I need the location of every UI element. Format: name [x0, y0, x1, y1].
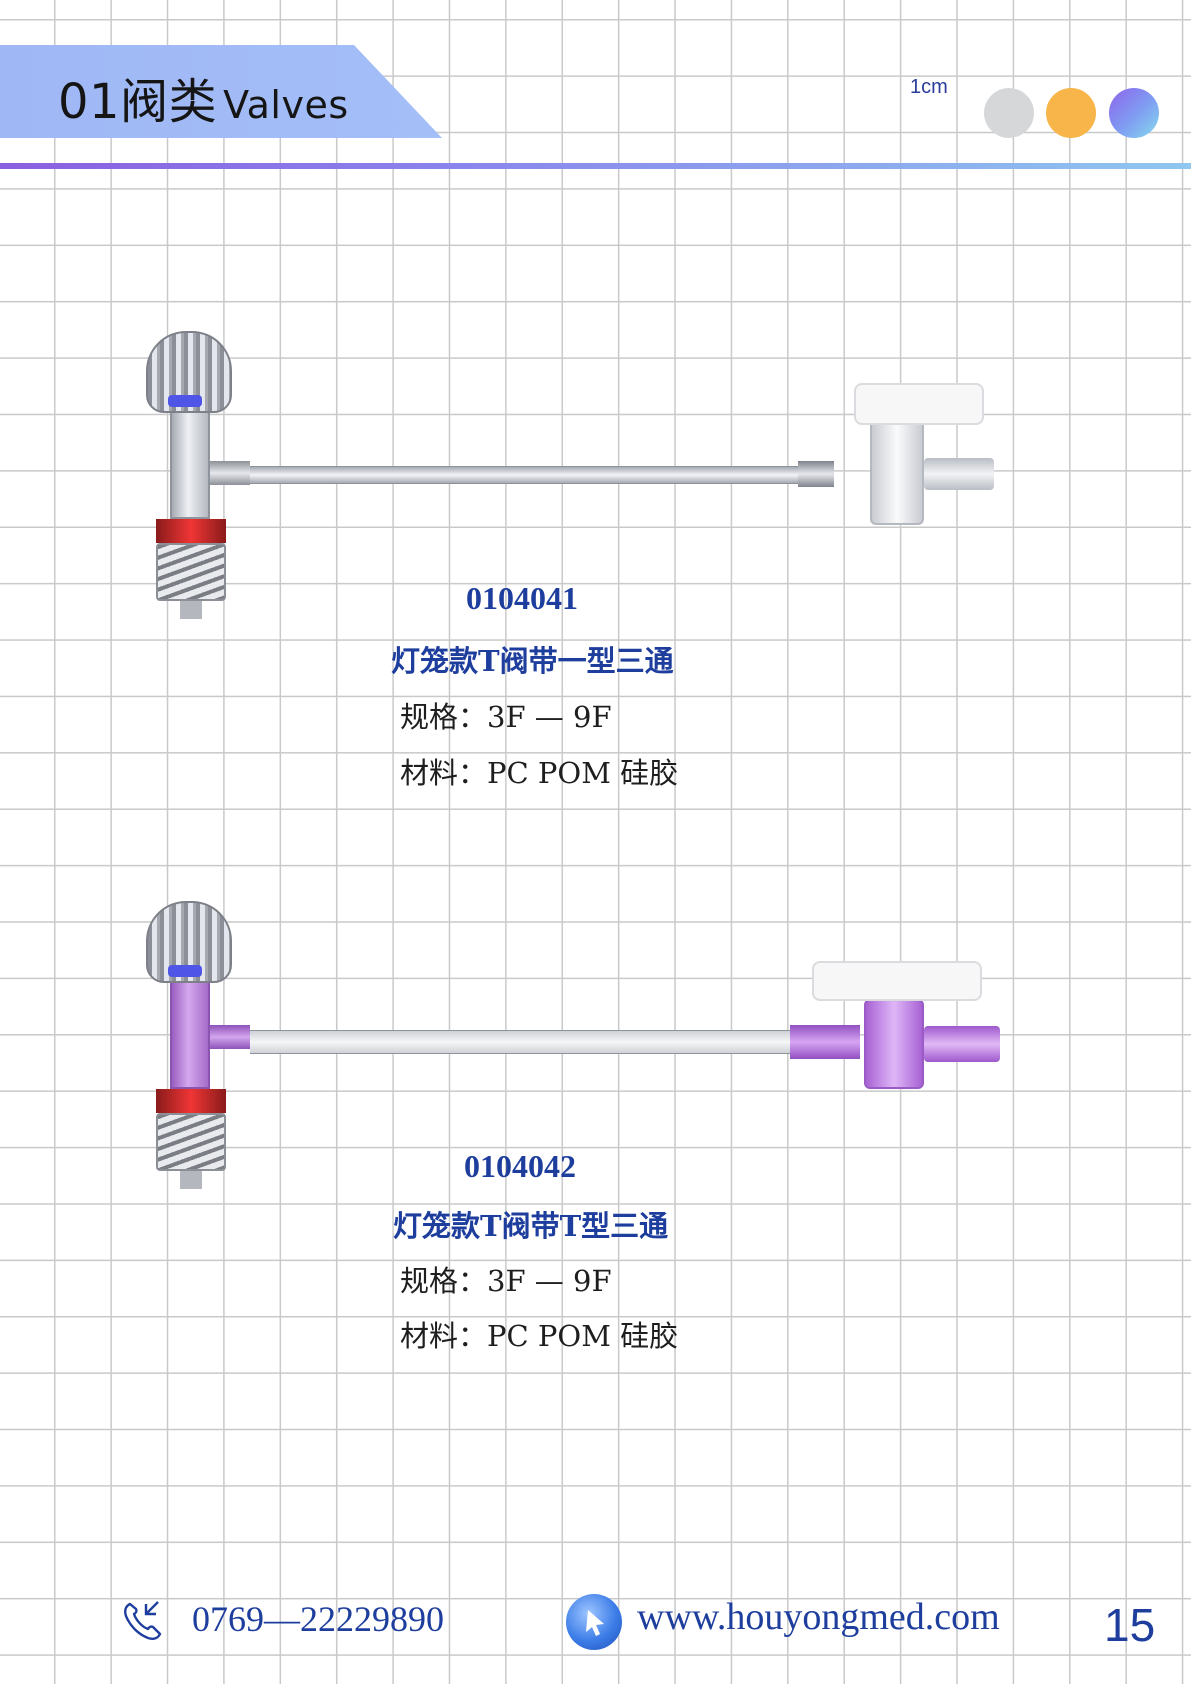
stopcock-port [924, 458, 994, 490]
valve-seal [156, 519, 226, 543]
valve-tip [180, 601, 202, 619]
valve-stem [170, 409, 210, 519]
color-dot-gray [984, 88, 1034, 138]
valve-tip [180, 1171, 202, 1189]
scale-label: 1cm [910, 76, 948, 98]
valve-base [156, 543, 226, 601]
product-spec: 规格：3F — 9F [400, 700, 612, 734]
phone-icon [120, 1598, 164, 1642]
color-dot-orange [1046, 88, 1096, 138]
product-material: 材料：PC POM 硅胶 [400, 756, 679, 790]
stopcock-body [864, 999, 924, 1089]
valve-side-port [210, 1025, 250, 1049]
header-divider [0, 163, 1191, 169]
product-image-0104041 [140, 325, 1020, 625]
stopcock-handle [854, 383, 984, 425]
section-number: 01 [58, 74, 121, 130]
stopcock-port [924, 1026, 1000, 1062]
section-banner [0, 45, 442, 138]
section-title-en: Valves [223, 83, 349, 127]
valve-base [156, 1113, 226, 1171]
valve-seal [156, 1089, 226, 1113]
footer-website[interactable]: www.houyongmed.com [637, 1596, 1000, 1638]
tube-collar [790, 1025, 860, 1059]
valve-side-port [210, 461, 250, 485]
product-material: 材料：PC POM 硅胶 [400, 1319, 679, 1353]
extension-tube [250, 1030, 790, 1054]
color-dot-purple [1109, 88, 1159, 138]
footer-phone: 0769—22229890 [192, 1599, 444, 1639]
product-code: 0104041 [466, 580, 578, 616]
valve-ring [168, 965, 202, 977]
product-image-0104042 [140, 895, 1020, 1195]
page-number: 15 [1104, 1599, 1156, 1651]
product-code: 0104042 [464, 1148, 576, 1184]
tube-collar [798, 461, 834, 487]
extension-tube [250, 466, 798, 484]
valve-stem [170, 979, 210, 1089]
product-spec: 规格：3F — 9F [400, 1264, 612, 1298]
globe-cursor-icon [566, 1594, 622, 1650]
product-name: 灯笼款T阀带一型三通 [391, 644, 674, 678]
stopcock-body [870, 415, 924, 525]
stopcock-handle [812, 961, 982, 1001]
product-name: 灯笼款T阀带T型三通 [393, 1209, 669, 1243]
valve-ring [168, 395, 202, 407]
section-title-cn: 阀类 [120, 74, 218, 130]
